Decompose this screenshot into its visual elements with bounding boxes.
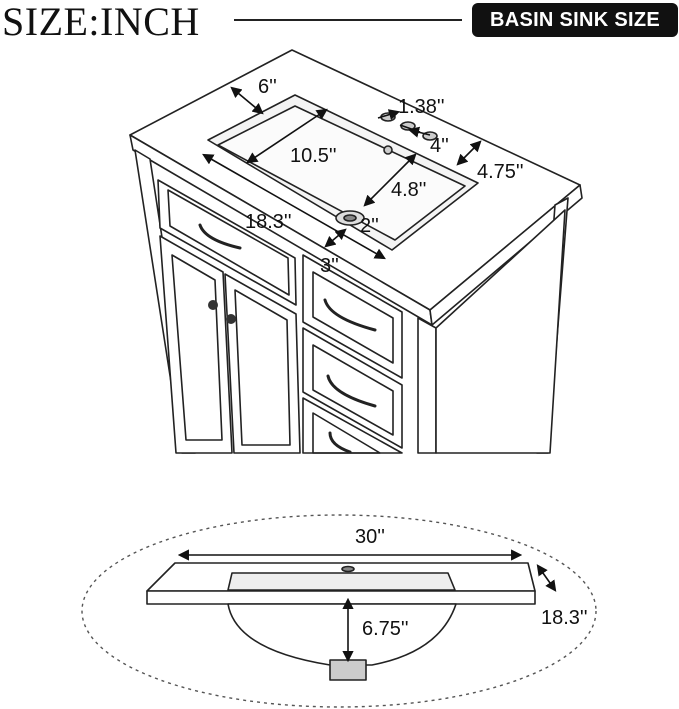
right-front-leg xyxy=(417,317,437,454)
vanity-cabinet xyxy=(129,49,583,454)
countertop-side-edge xyxy=(429,184,583,326)
basin-depth-dim-line xyxy=(536,564,557,592)
basin-outline-ellipse xyxy=(81,514,597,708)
page-title: SIZE:INCH xyxy=(2,0,200,44)
basin-width-dim-line xyxy=(246,108,328,164)
label-basin-length: 4.8'' xyxy=(391,179,426,201)
side-panel xyxy=(435,209,566,454)
label-front-offset: 3'' xyxy=(320,255,339,277)
faucet-depth-dim-line xyxy=(456,140,482,166)
basin-top-hole xyxy=(341,565,355,573)
label-basin-width: 10.5'' xyxy=(290,145,337,167)
label-hole-spacing: 4'' xyxy=(430,135,449,157)
label-basin-total-width: 30'' xyxy=(355,526,385,548)
label-basin-total-depth: 18.3'' xyxy=(541,607,588,629)
drain-pipe xyxy=(329,659,367,681)
right-drawer-1 xyxy=(302,254,403,379)
left-door xyxy=(159,235,233,454)
right-drawer-2 xyxy=(302,327,403,449)
drawer-handle-1 xyxy=(323,298,377,332)
label-hole-small: 1.38'' xyxy=(398,96,445,118)
basin-sink-size-badge: BASIN SINK SIZE xyxy=(472,3,678,37)
label-drain: 2'' xyxy=(360,215,379,237)
label-back-ledge: 6'' xyxy=(258,76,277,98)
drawer-handle-3 xyxy=(328,431,352,454)
label-basin-height: 6.75'' xyxy=(362,618,409,640)
front-offset-dim-line xyxy=(324,228,347,248)
door-knob-right xyxy=(226,314,236,324)
label-faucet-depth: 4.75'' xyxy=(477,161,524,183)
right-door xyxy=(224,273,301,454)
overflow-hole xyxy=(383,145,393,155)
door-knob-left xyxy=(208,300,218,310)
title-divider xyxy=(234,19,462,21)
basin-profile xyxy=(146,562,536,681)
drawer-handle-2 xyxy=(326,374,377,408)
label-depth: 18.3'' xyxy=(245,211,292,233)
depth-dim-line xyxy=(202,153,386,260)
